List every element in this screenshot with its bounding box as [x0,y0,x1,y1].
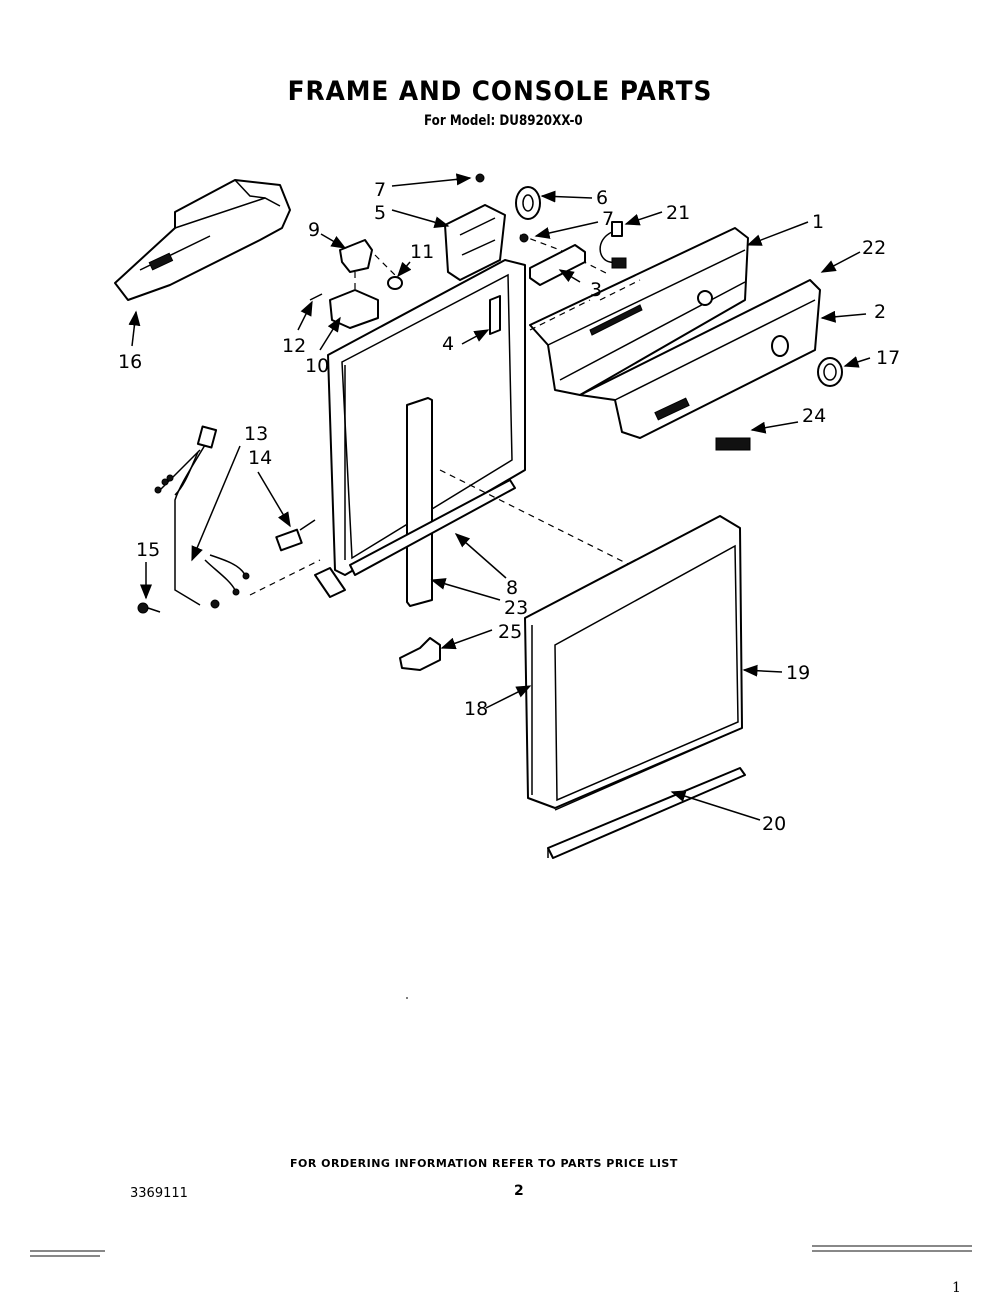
part-13-wire-harness [154,425,250,609]
callout-25: 25 [498,621,522,643]
model-subtitle: For Model: DU8920XX-0 [424,113,583,129]
part-14-sensor [275,519,316,552]
part-11-cam [387,276,403,290]
part-25-clip [399,637,441,671]
callout-22: 22 [862,237,886,259]
callout-20: 20 [762,813,786,835]
part-12-pin [309,293,323,301]
callout-15: 15 [136,539,160,561]
leader-lines [128,173,871,821]
callout-10: 10 [305,355,329,377]
part-24-nameplate [715,437,751,451]
callout-9: 9 [308,219,320,241]
scan-speck [406,997,408,999]
callout-19: 19 [786,662,810,684]
callout-1: 1 [812,211,824,233]
document-number: 3369111 [130,1186,188,1201]
callout-2: 2 [874,301,886,323]
callout-23: 23 [504,597,528,619]
callout-7b: 7 [602,208,614,230]
corner-mark: 1 [952,1280,961,1296]
fine-print-left [30,1250,105,1257]
callout-24: 24 [802,405,826,427]
callout-13: 13 [244,423,268,445]
callout-12: 12 [282,335,306,357]
callout-7a: 7 [374,179,386,201]
part-8-rail [349,479,516,576]
page-number: 2 [514,1183,524,1199]
callout-18: 18 [464,698,488,720]
part-1-console-frame [529,227,749,396]
part-17-knob [817,357,843,387]
part-7-screw-b [519,233,529,243]
part-19-outer-door-panel [524,515,743,811]
part-16-bracket [114,179,291,301]
part-7-screw-a [475,173,485,183]
part-9-latch [339,239,373,273]
part-23-trim-strip [406,397,433,607]
callout-11: 11 [410,241,434,263]
part-15-screw [137,602,161,614]
part-6-dial [515,186,541,220]
callout-5: 5 [374,202,386,224]
callout-8: 8 [506,577,518,599]
part-21-wire-connector [599,221,627,269]
callout-16: 16 [118,351,142,373]
callout-17: 17 [876,347,900,369]
callout-14: 14 [248,447,272,469]
callout-4: 4 [442,333,454,355]
fine-print-right [812,1245,972,1252]
page-title: FRAME AND CONSOLE PARTS [287,76,713,107]
callout-6: 6 [596,187,608,209]
part-2-console-panel [579,279,821,439]
callout-3: 3 [590,279,602,301]
ordering-note: FOR ORDERING INFORMATION REFER TO PARTS … [290,1157,678,1170]
part-3-bracket [529,244,586,286]
callout-21: 21 [666,202,690,224]
part-5-switch [444,204,506,281]
